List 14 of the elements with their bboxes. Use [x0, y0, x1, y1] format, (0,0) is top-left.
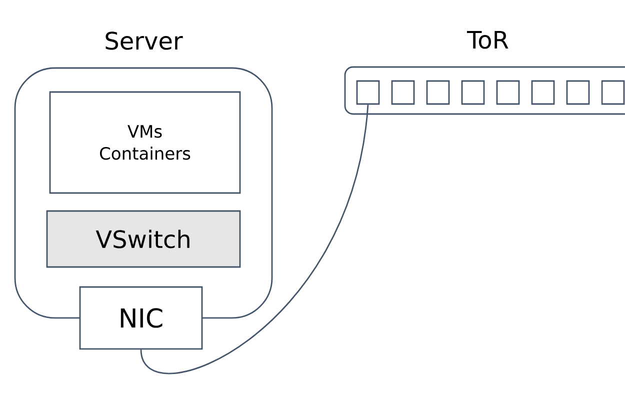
- workload-box: VMs Containers: [49, 91, 241, 194]
- vswitch-box: VSwitch: [46, 210, 241, 268]
- cable: [140, 104, 369, 374]
- nic-box: NIC: [79, 286, 203, 350]
- port-square: [496, 80, 520, 105]
- port-square: [391, 80, 415, 105]
- port-square: [426, 80, 450, 105]
- port-square: [566, 80, 590, 105]
- port-square: [461, 80, 485, 105]
- node-label: ToR: [466, 30, 508, 49]
- port-square: [531, 80, 555, 105]
- port-square: [356, 80, 380, 105]
- port-square: [601, 80, 625, 105]
- node-label: Server: [106, 32, 183, 50]
